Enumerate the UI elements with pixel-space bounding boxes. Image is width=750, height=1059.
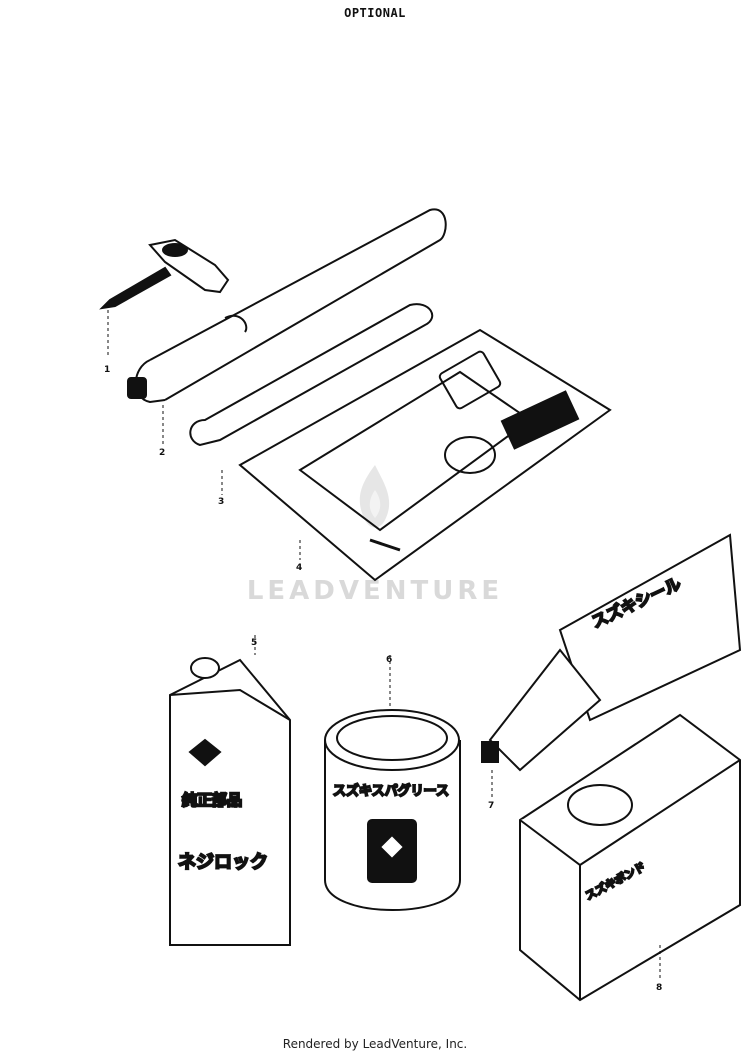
callout-6: 6	[386, 655, 392, 665]
leader-lines	[107, 310, 661, 980]
key-tool	[99, 238, 230, 310]
grease-can: スズキスパグリース	[324, 709, 461, 911]
callout-3: 3	[218, 497, 224, 507]
callout-7: 7	[488, 801, 494, 811]
footer-credit: Rendered by LeadVenture, Inc.	[282, 1037, 468, 1051]
bottle-label-1: 純正部品	[182, 791, 242, 809]
callout-2: 2	[159, 448, 165, 458]
can-label: スズキスパグリース	[333, 783, 449, 799]
tool-kit-tray	[238, 328, 612, 582]
thread-lock-bottle: 純正部品 ネジロック	[169, 657, 291, 946]
page-title: OPTIONAL	[344, 6, 406, 20]
callout-1: 1	[104, 365, 110, 375]
watermark-flame-icon	[359, 465, 390, 528]
callout-8: 8	[656, 983, 662, 993]
callout-4: 4	[296, 563, 302, 573]
tire-pump	[127, 208, 447, 447]
bottle-label-2: ネジロック	[178, 852, 268, 873]
watermark: LEADVENTURE	[246, 576, 504, 606]
callout-5: 5	[251, 638, 257, 648]
bond-box: スズキボンド	[519, 713, 741, 1002]
